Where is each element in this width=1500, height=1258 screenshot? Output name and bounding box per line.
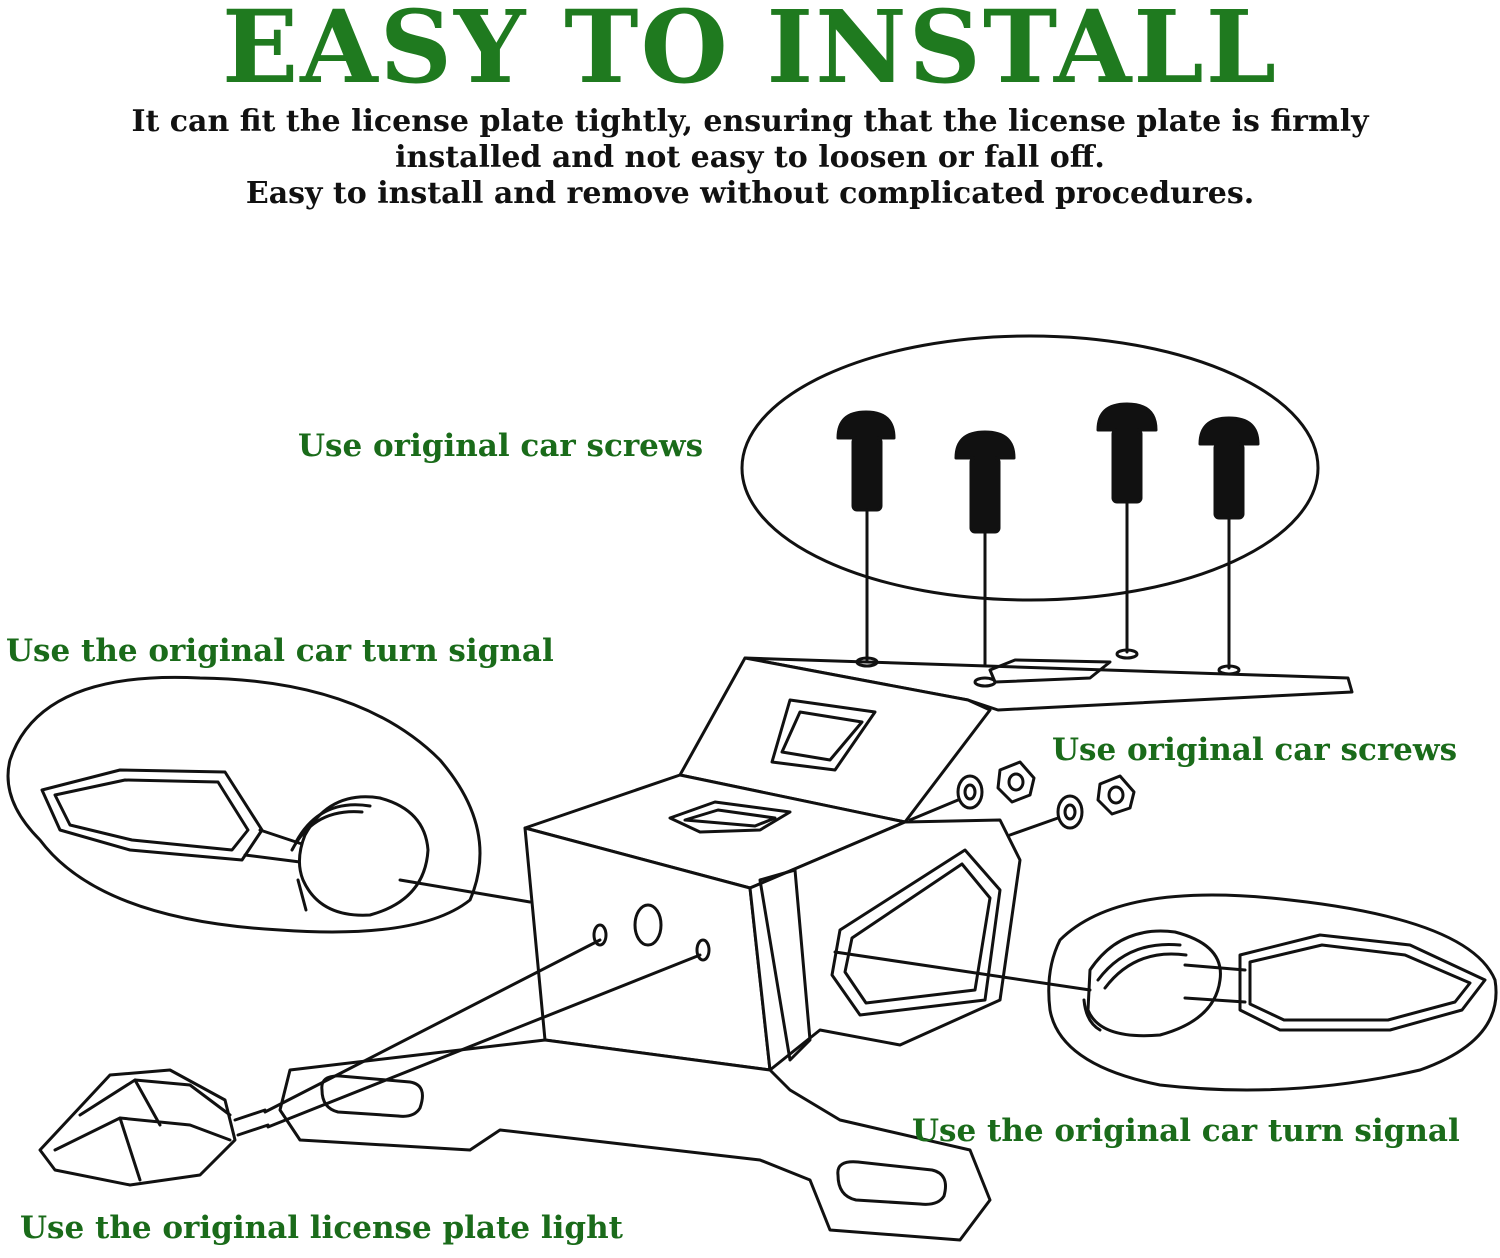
license-plate-bracket bbox=[278, 1038, 992, 1242]
label-plate-light: Use the original license plate light bbox=[20, 1210, 623, 1246]
turn-signal-callout-right bbox=[833, 893, 1498, 1092]
label-screws-right: Use original car screws bbox=[1052, 732, 1458, 768]
screws-callout-top bbox=[740, 334, 1320, 602]
label-turn-signal-right: Use the original car turn signal bbox=[912, 1113, 1460, 1149]
description-line-3: Easy to install and remove without compl… bbox=[245, 176, 1255, 211]
screw-icon-1 bbox=[836, 410, 896, 662]
turn-signal-callout-left bbox=[6, 675, 532, 934]
screw-icon-4 bbox=[1198, 416, 1260, 670]
nut-washer-icon-1 bbox=[908, 760, 1036, 822]
description: It can fit the license plate tightly, en… bbox=[0, 104, 1500, 212]
screw-icon-3 bbox=[1096, 402, 1158, 654]
central-box bbox=[523, 773, 1022, 1072]
screw-icon-2 bbox=[954, 430, 1016, 682]
license-plate-light-icon bbox=[38, 938, 702, 1187]
page-title: EASY TO INSTALL bbox=[221, 0, 1279, 106]
slanted-panel bbox=[678, 656, 992, 824]
description-line-2: installed and not easy to loosen or fall… bbox=[395, 140, 1105, 175]
description-line-1: It can fit the license plate tightly, en… bbox=[131, 104, 1369, 139]
nut-washer-icon-2 bbox=[1008, 774, 1136, 837]
label-screws-top: Use original car screws bbox=[298, 428, 704, 464]
label-turn-signal-left: Use the original car turn signal bbox=[6, 633, 554, 669]
